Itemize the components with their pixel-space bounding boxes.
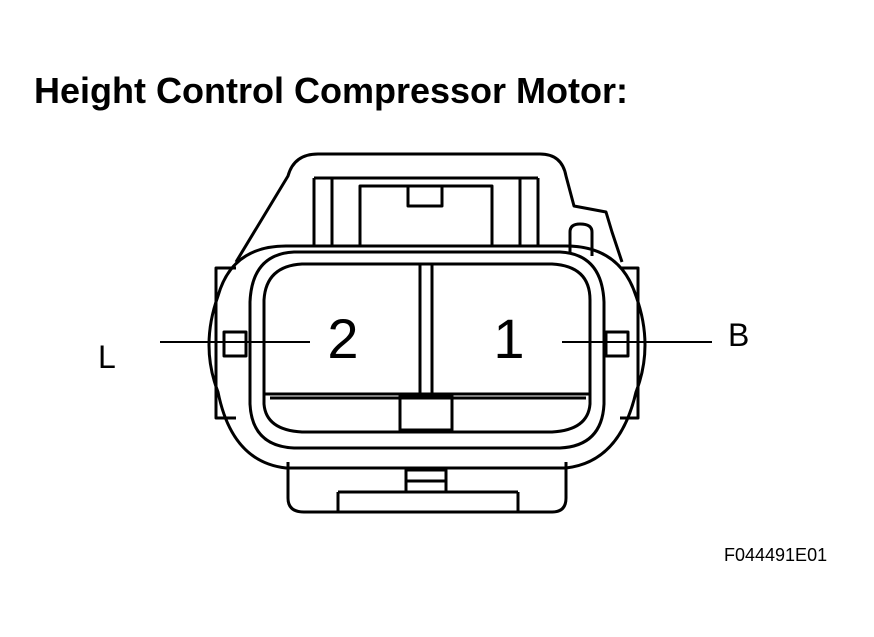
left-pin-slot — [222, 330, 248, 358]
connector-top-latch — [234, 152, 624, 263]
terminal-cavity — [262, 262, 592, 434]
terminal-number-1: 1 — [493, 307, 524, 370]
diagram-title: Height Control Compressor Motor: — [34, 70, 628, 111]
bottom-rail — [286, 462, 568, 514]
connector-key-tab — [406, 184, 444, 208]
bottom-key — [398, 394, 454, 432]
figure-id: F044491E01 — [724, 545, 828, 565]
terminal-number-2: 2 — [327, 307, 358, 370]
wire-label-right: B — [728, 317, 749, 353]
right-pin-slot — [604, 330, 630, 358]
lock-tab — [568, 222, 594, 256]
connector-outer-shell — [207, 244, 647, 470]
connector-inner-shell — [248, 250, 606, 450]
connector-key — [358, 184, 494, 248]
wire-label-left: L — [98, 339, 116, 375]
